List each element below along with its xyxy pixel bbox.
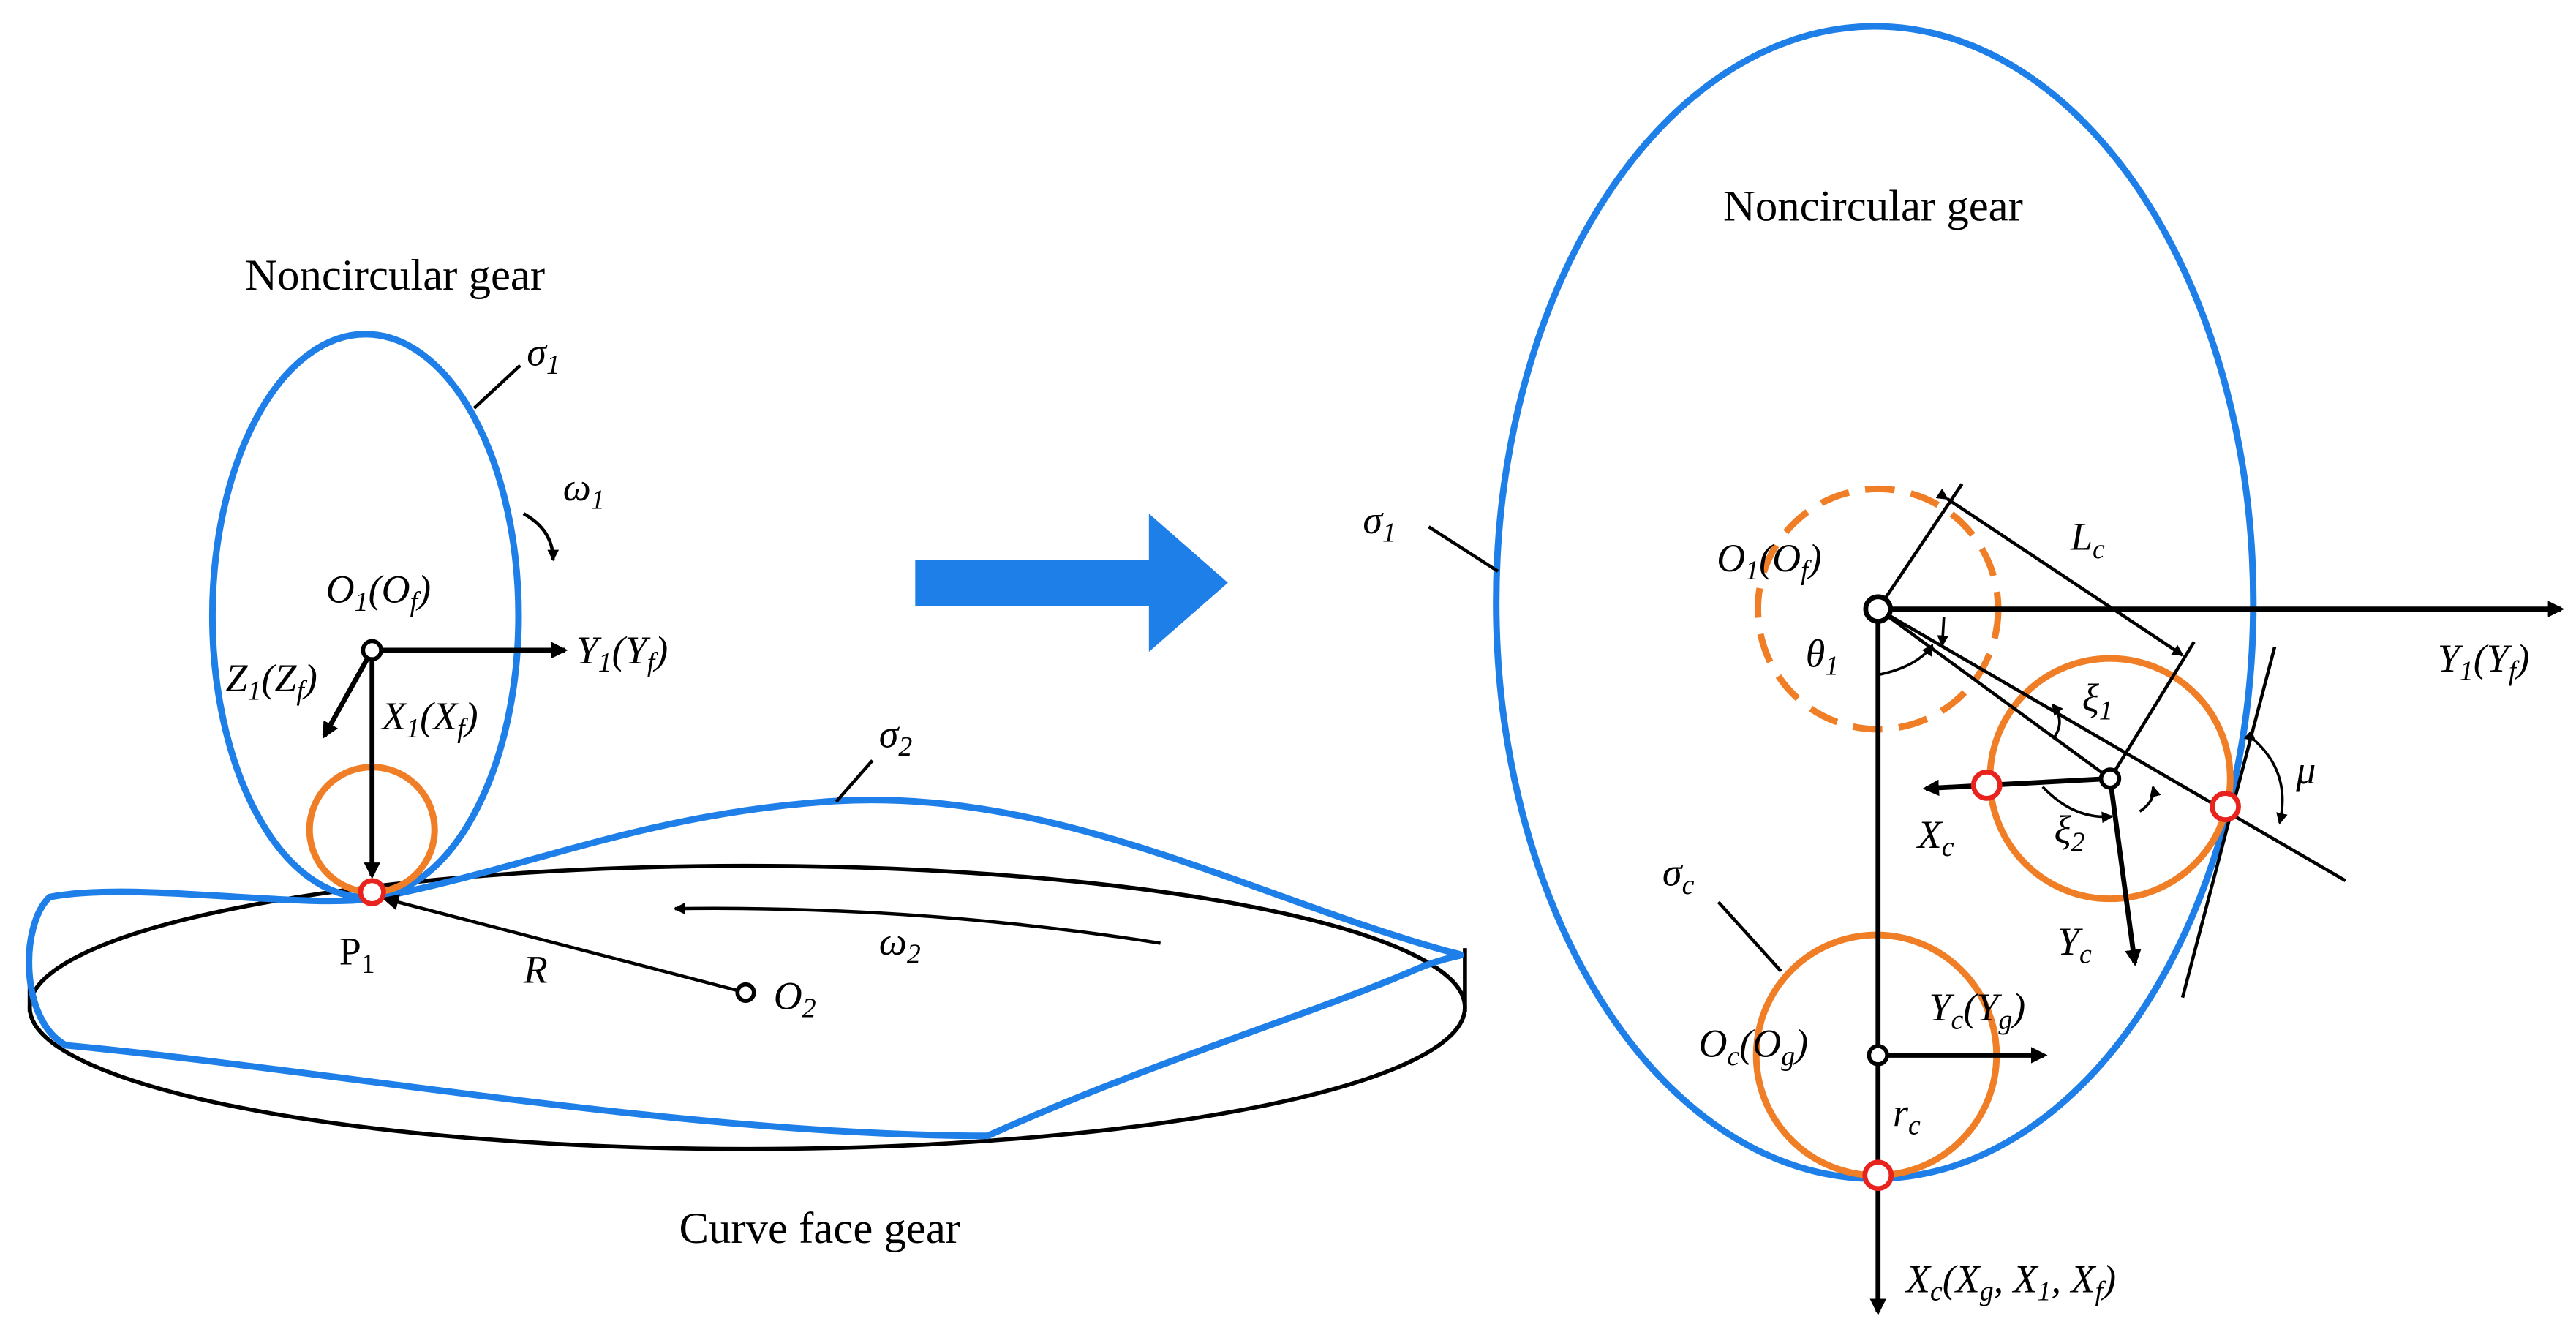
omega1-label: ω1 bbox=[563, 465, 605, 515]
lc-extension-1 bbox=[1876, 483, 1964, 610]
mu-label: μ bbox=[2295, 748, 2316, 792]
o1-to-center-line bbox=[1877, 607, 2112, 781]
xc-bottom-label: Xc(Xg, X1, Xf) bbox=[1905, 1257, 2116, 1306]
xi1-arc bbox=[2051, 703, 2063, 739]
oc-label: Oc(Og) bbox=[1698, 1022, 1808, 1072]
omega1-rotation-arrow bbox=[522, 512, 560, 562]
theta1-label: θ1 bbox=[1806, 631, 1839, 681]
xi1-label: ξ1 bbox=[2082, 676, 2113, 726]
mu-arc bbox=[2243, 729, 2288, 825]
transition-arrow-icon bbox=[915, 514, 1228, 653]
o1-label: O1(Of) bbox=[326, 568, 431, 617]
omega2-label: ω2 bbox=[879, 920, 921, 969]
sigma2-label: σ2 bbox=[879, 712, 913, 762]
left-bottom-title: Curve face gear bbox=[679, 1204, 961, 1253]
o2-center-marker bbox=[735, 982, 756, 1004]
lc-label: Lc bbox=[2070, 515, 2105, 565]
o1-origin-right bbox=[1863, 594, 1893, 624]
lc-extension-2 bbox=[2109, 641, 2196, 780]
xi2-arc bbox=[2041, 786, 2114, 824]
sigma1-leader bbox=[472, 364, 521, 410]
bottom-contact-point bbox=[1862, 1159, 1894, 1192]
rc-label: rc bbox=[1893, 1091, 1921, 1140]
sigma2-leader bbox=[835, 759, 874, 803]
sigma1-label: σ1 bbox=[527, 331, 560, 380]
xc-axis-local bbox=[1922, 776, 2111, 797]
o2-label: O2 bbox=[774, 974, 816, 1023]
z1-label: Z1(Zf) bbox=[225, 656, 317, 706]
tangent-line bbox=[2180, 646, 2277, 999]
theta1-arc bbox=[1878, 644, 1934, 677]
normal-line bbox=[1877, 607, 2346, 882]
lc-dimension-line bbox=[1935, 488, 2184, 657]
z1-axis bbox=[322, 649, 374, 739]
ycg-label: Yc(Yg) bbox=[1929, 985, 2025, 1035]
contact-point-p1 bbox=[358, 878, 386, 906]
omega2-rotation-arrow bbox=[673, 903, 1161, 945]
r-label: R bbox=[523, 947, 548, 991]
p1-label: P1 bbox=[339, 930, 375, 979]
yc-label-local: Yc bbox=[2057, 920, 2092, 969]
xi2-label: ξ2 bbox=[2055, 808, 2085, 857]
left-panel: Noncircular gear Curve face gear σ1 ω1 O… bbox=[26, 251, 1467, 1253]
y1-label: Y1(Yf) bbox=[576, 628, 668, 678]
right-title: Noncircular gear bbox=[1723, 182, 2023, 231]
curve-face-gear-outline bbox=[26, 797, 1464, 1140]
x1-label: X1(Xf) bbox=[380, 694, 478, 744]
contact-point-right bbox=[2210, 791, 2241, 823]
xi2-arc-2 bbox=[2139, 785, 2161, 813]
sigmac-leader bbox=[1717, 900, 1782, 973]
yc-axis-local bbox=[2107, 778, 2142, 966]
o1-origin-marker bbox=[361, 639, 383, 662]
theta1-arc-2 bbox=[1937, 617, 1949, 647]
sigma1-leader-right bbox=[1428, 525, 1499, 573]
left-title: Noncircular gear bbox=[245, 251, 545, 300]
oc-center-point bbox=[1867, 1044, 1889, 1067]
o1-label-right: O1(Of) bbox=[1717, 536, 1821, 586]
xc-end-point bbox=[1970, 770, 2003, 801]
y1-label-right: Y1(Yf) bbox=[2438, 636, 2529, 686]
sigma1-label-right: σ1 bbox=[1363, 498, 1396, 548]
xc-label-local: Xc bbox=[1916, 813, 1954, 862]
radius-r-arrow bbox=[382, 894, 747, 995]
sigmac-label: σc bbox=[1662, 851, 1695, 900]
right-panel: Noncircular gear σ1 O1(Of) Lc Y1(Yf) θ1 … bbox=[1363, 23, 2565, 1315]
cutter-center-point bbox=[2098, 767, 2122, 790]
